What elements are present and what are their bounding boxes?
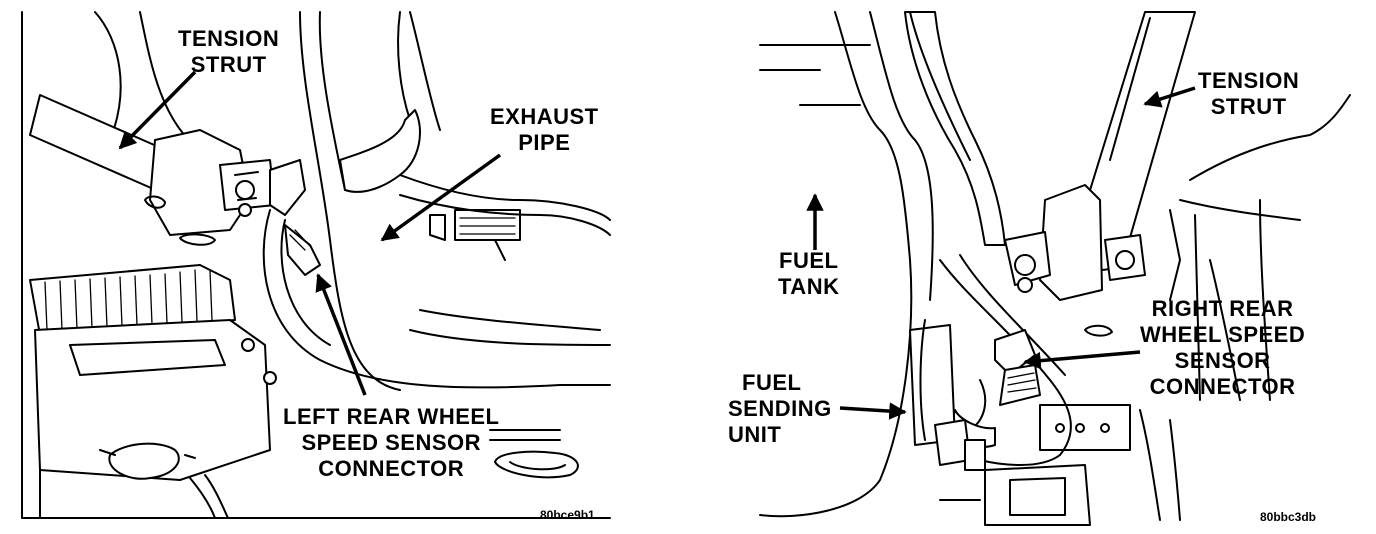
figure-code-left: 80bce9b1 — [540, 508, 595, 522]
right-rear-wheel-speed-sensor-diagram: TENSION STRUT FUEL TANK FUEL SENDING UNI… — [728, 0, 1376, 534]
arrow-exhaust-pipe — [380, 153, 502, 242]
label-tension-strut-left: TENSION STRUT — [178, 26, 280, 77]
left-rear-wheel-speed-sensor-diagram: TENSION STRUT EXHAUST PIPE LEFT REAR WHE… — [0, 0, 640, 534]
label-fuel-sending-unit: FUEL SENDING UNIT — [728, 370, 832, 447]
right-diagram-illustration — [759, 11, 1351, 526]
arrow-left-sensor-connector — [315, 273, 367, 396]
arrow-fuel-sending-unit — [839, 402, 907, 420]
left-diagram-illustration — [21, 11, 611, 519]
label-tension-strut-right: TENSION STRUT — [1198, 68, 1300, 119]
label-left-rear-wheel-speed-sensor-connector: LEFT REAR WHEEL SPEED SENSOR CONNECTOR — [283, 404, 500, 481]
arrow-tension-strut-right — [1143, 86, 1196, 108]
label-right-rear-wheel-speed-sensor-connector: RIGHT REAR WHEEL SPEED SENSOR CONNECTOR — [1140, 296, 1306, 399]
figure-code-right: 80bbc3db — [1260, 510, 1317, 524]
label-exhaust-pipe: EXHAUST PIPE — [490, 104, 599, 155]
arrow-tension-strut — [118, 70, 197, 150]
arrow-right-sensor-connector — [1023, 350, 1141, 370]
label-fuel-tank: FUEL TANK — [778, 248, 840, 299]
